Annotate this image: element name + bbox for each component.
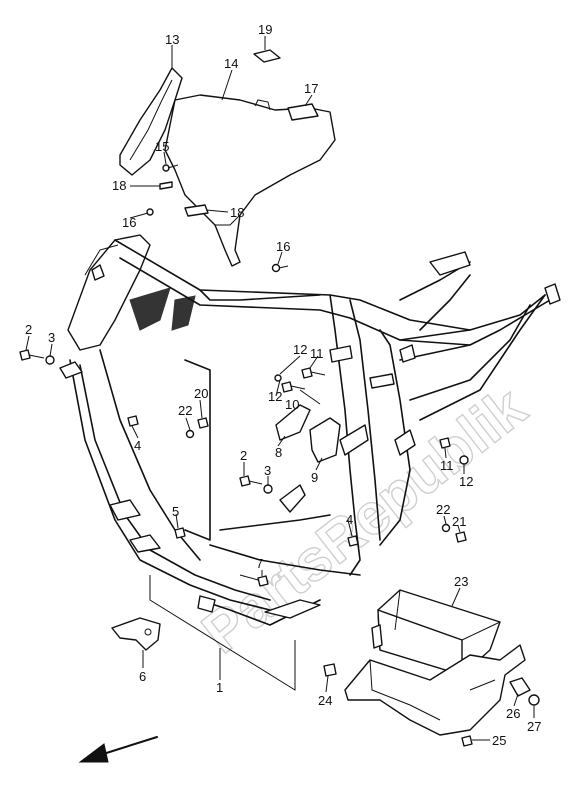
callout-22-a: 22 <box>178 403 192 418</box>
callout-7: 7 <box>256 556 263 571</box>
callout-15: 15 <box>155 139 169 154</box>
battery-bracket <box>344 644 526 736</box>
bolt-20 <box>197 417 209 429</box>
emblem-19 <box>253 49 281 63</box>
callout-16-b: 16 <box>276 239 290 254</box>
callout-11-a: 11 <box>310 346 324 361</box>
screw-15 <box>162 164 179 172</box>
callout-18-b: 18 <box>230 205 244 220</box>
bracket-9 <box>309 417 341 463</box>
callout-13: 13 <box>165 32 179 47</box>
callout-labels: 13 14 19 17 15 18 18 16 16 2 3 4 12 11 1… <box>25 22 541 748</box>
callout-16-a: 16 <box>122 215 136 230</box>
reflector-17 <box>287 103 319 121</box>
washer-12-right <box>459 455 469 465</box>
nut-4-left <box>127 415 139 427</box>
bolt-5 <box>174 527 186 539</box>
spacer-27 <box>528 694 540 706</box>
callout-25: 25 <box>492 733 506 748</box>
bolt-2-left <box>19 349 45 361</box>
bolt-24 <box>323 663 337 677</box>
damper-26 <box>509 677 531 697</box>
callout-11-b: 11 <box>440 458 454 473</box>
callout-24: 24 <box>318 693 332 708</box>
washer-12-top <box>274 374 282 382</box>
callout-21: 21 <box>452 514 466 529</box>
callout-4-b: 4 <box>346 512 353 527</box>
bracket-8 <box>275 404 311 441</box>
callout-19: 19 <box>258 22 272 37</box>
callout-2-b: 2 <box>240 448 247 463</box>
screw-11-right <box>439 437 451 449</box>
bracket-6 <box>111 617 161 651</box>
callout-5: 5 <box>172 504 179 519</box>
callout-20: 20 <box>194 386 208 401</box>
callout-10: 10 <box>285 397 299 412</box>
washer-3-left <box>45 355 55 365</box>
washer-3-center <box>263 484 273 494</box>
callout-18-a: 18 <box>112 178 126 193</box>
callout-4-a: 4 <box>134 438 141 453</box>
clip-18 <box>159 181 209 217</box>
callout-9: 9 <box>311 470 318 485</box>
callout-2-a: 2 <box>25 322 32 337</box>
callout-17: 17 <box>304 81 318 96</box>
callout-26: 26 <box>506 706 520 721</box>
callout-8: 8 <box>275 445 282 460</box>
callout-12-c: 12 <box>459 474 473 489</box>
callout-3-a: 3 <box>48 330 55 345</box>
washer-22-right <box>441 523 451 533</box>
frame-1 <box>59 234 561 691</box>
washer-22-left <box>185 429 195 439</box>
callout-27: 27 <box>527 719 541 734</box>
bolt-2-center <box>239 475 263 487</box>
front-direction-arrow-icon <box>78 736 158 763</box>
callout-1: 1 <box>216 680 223 695</box>
screw-16 <box>146 208 289 273</box>
bolt-25 <box>461 735 473 747</box>
screw-11-top <box>301 367 326 379</box>
callout-12-a: 12 <box>293 342 307 357</box>
bolt-21 <box>455 531 467 543</box>
leader-lines <box>25 36 535 741</box>
bolt-7 <box>239 574 269 587</box>
callout-12-b: 12 <box>268 389 282 404</box>
nut-4-center <box>347 535 359 547</box>
callout-14: 14 <box>224 56 238 71</box>
callout-23: 23 <box>454 574 468 589</box>
callout-22-b: 22 <box>436 502 450 517</box>
callout-6: 6 <box>139 669 146 684</box>
frame-cover-14 <box>164 94 336 267</box>
screw-10 <box>281 381 306 393</box>
callout-3-b: 3 <box>264 463 271 478</box>
